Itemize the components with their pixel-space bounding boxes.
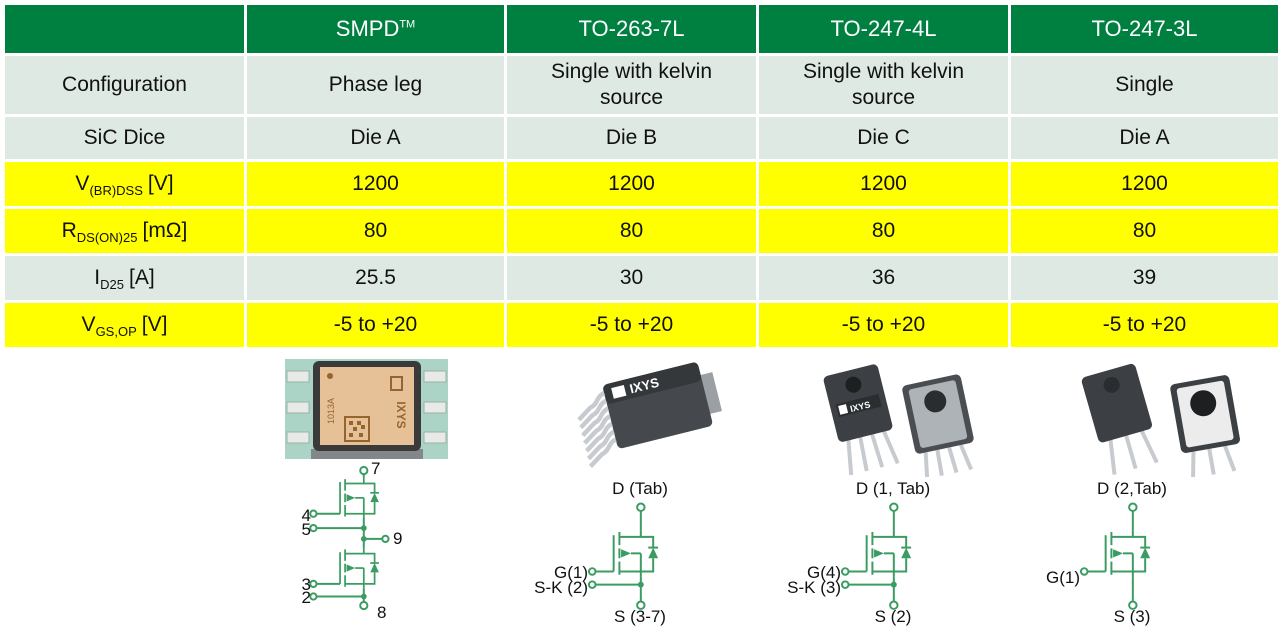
to-247-3l-schematic: D (2,Tab) G(1) S (3) xyxy=(1046,479,1202,630)
col-header-to247-3l: TO-247-3L xyxy=(1008,2,1280,56)
cell-config-to247-4l: Single with kelvin source xyxy=(756,53,1011,117)
row-label-vbrdss: V(BR)DSS[V] xyxy=(2,159,247,209)
to263-drain-label: D (Tab) xyxy=(612,479,668,498)
col-header-smpd: SMPDTM xyxy=(244,2,507,56)
row-drain-current: ID25[A] 25.5 30 36 39 xyxy=(2,253,1280,303)
cell-dice-to247-3l: Die A xyxy=(1008,114,1280,162)
cell-dice-to247-4l: Die C xyxy=(756,114,1011,162)
to263-schematic-drawing xyxy=(587,502,660,610)
cell-vgs-smpd: -5 to +20 xyxy=(244,300,507,350)
package-detail-section: 1013A IXYS xyxy=(0,357,1280,634)
cell-id-to247-4l: 36 xyxy=(756,253,1011,303)
row-label-id25: ID25[A] xyxy=(2,253,247,303)
cell-dice-to263: Die B xyxy=(504,114,759,162)
smpd-pin-5-label: 5 xyxy=(301,520,311,539)
svg-text:IXYS: IXYS xyxy=(394,401,408,428)
smpd-phase-leg-schematic: 7 4 5 9 3 2 8 xyxy=(299,459,425,631)
smpd-pin-7-label: 7 xyxy=(371,459,381,478)
to247-4l-gate-label: G(4) xyxy=(807,563,841,582)
corner-cell xyxy=(2,2,247,56)
smpd-schematic-drawing xyxy=(309,465,390,611)
smpd-pin-8-label: 8 xyxy=(377,603,387,622)
cell-vbr-to263: 1200 xyxy=(504,159,759,209)
cell-rds-to263: 80 xyxy=(504,206,759,256)
cell-id-to247-3l: 39 xyxy=(1008,253,1280,303)
package-comparison-table: SMPDTM TO-263-7L TO-247-4L TO-247-3L Con… xyxy=(2,2,1280,350)
to247-3l-drain-label: D (2,Tab) xyxy=(1097,479,1167,498)
smpd-pin-2-label: 2 xyxy=(301,588,311,607)
to263-gate-label: G(1) xyxy=(554,563,588,582)
row-label-rdson: RDS(ON)25[mΩ] xyxy=(2,206,247,256)
cell-config-smpd: Phase leg xyxy=(244,53,507,117)
smpd-pin-4-label: 4 xyxy=(301,506,311,525)
col-header-to247-4l: TO-247-4L xyxy=(756,2,1011,56)
cell-rds-smpd: 80 xyxy=(244,206,507,256)
pin1-dot-marker xyxy=(327,373,333,379)
to-247-4l-column: IXYS D (1, Tab) xyxy=(787,357,1015,630)
cell-id-to263: 30 xyxy=(504,253,759,303)
cell-rds-to247-3l: 80 xyxy=(1008,206,1280,256)
to-263-7l-package-image: IXYS xyxy=(577,362,722,468)
row-label-sic-dice: SiC Dice xyxy=(2,114,247,162)
cell-rds-to247-4l: 80 xyxy=(756,206,1011,256)
to-247-3l-package-image xyxy=(1081,363,1240,477)
cell-dice-smpd: Die A xyxy=(244,114,507,162)
cell-id-smpd: 25.5 xyxy=(244,253,507,303)
to247-4l-drain-label: D (1, Tab) xyxy=(855,479,931,498)
col-header-to263-7l: TO-263-7L xyxy=(504,2,759,56)
smpd-package-photo: 1013A IXYS xyxy=(285,359,448,459)
to247-3l-gate-label: G(1) xyxy=(1046,568,1080,587)
cell-vbr-to247-3l: 1200 xyxy=(1008,159,1280,209)
row-breakdown-voltage: V(BR)DSS[V] 1200 1200 1200 1200 xyxy=(2,159,1280,209)
row-sic-dice: SiC Dice Die A Die B Die C Die A xyxy=(2,114,1280,162)
to-247-4l-package-image: IXYS xyxy=(823,364,974,477)
to263-source-label: S (3-7) xyxy=(614,607,666,626)
cell-vgs-to263: -5 to +20 xyxy=(504,300,759,350)
trademark-sup: TM xyxy=(399,18,416,31)
cell-vbr-smpd: 1200 xyxy=(244,159,507,209)
cell-config-to247-3l: Single xyxy=(1008,53,1280,117)
to247-4l-source-label: S (2) xyxy=(874,607,912,626)
to-247-4l-schematic: D (1, Tab) G(4) S-K (3) S (2) xyxy=(787,479,963,630)
smpd-datamatrix-code xyxy=(344,416,370,442)
to-263-7l-schematic: D (Tab) G(1) S-K (2) S (3-7) xyxy=(534,479,710,630)
to247-4l-schematic-drawing xyxy=(840,502,913,610)
row-configuration: Configuration Phase leg Single with kelv… xyxy=(2,53,1280,117)
header-row: SMPDTM TO-263-7L TO-247-4L TO-247-3L xyxy=(2,2,1280,56)
cell-vbr-to247-4l: 1200 xyxy=(756,159,1011,209)
to247-3l-schematic-drawing xyxy=(1079,502,1152,610)
smpd-column: 1013A IXYS xyxy=(283,357,455,631)
to-247-3l-column: D (2,Tab) G(1) S (3) xyxy=(1046,357,1278,630)
to-263-7l-column: IXYS D (Tab) xyxy=(534,357,765,630)
cell-vgs-to247-3l: -5 to +20 xyxy=(1008,300,1280,350)
to263-brand-label: IXYS xyxy=(628,375,661,397)
to263-kelvin-label: S-K (2) xyxy=(534,578,588,597)
smpd-marking-code: 1013A xyxy=(326,398,336,424)
to247-4l-kelvin-label: S-K (3) xyxy=(787,578,841,597)
row-rds-on: RDS(ON)25[mΩ] 80 80 80 80 xyxy=(2,206,1280,256)
smpd-pin-9-label: 9 xyxy=(393,529,403,548)
row-gate-voltage: VGS,OP[V] -5 to +20 -5 to +20 -5 to +20 … xyxy=(2,300,1280,350)
row-label-vgsop: VGS,OP[V] xyxy=(2,300,247,350)
cell-vgs-to247-4l: -5 to +20 xyxy=(756,300,1011,350)
to247-3l-source-label: S (3) xyxy=(1113,607,1151,626)
to247-4l-brand-label: IXYS xyxy=(849,399,871,414)
smpd-pin-3-label: 3 xyxy=(301,575,311,594)
ixys-logo: IXYS xyxy=(390,376,408,429)
row-label-configuration: Configuration xyxy=(2,53,247,117)
cell-config-to263: Single with kelvin source xyxy=(504,53,759,117)
